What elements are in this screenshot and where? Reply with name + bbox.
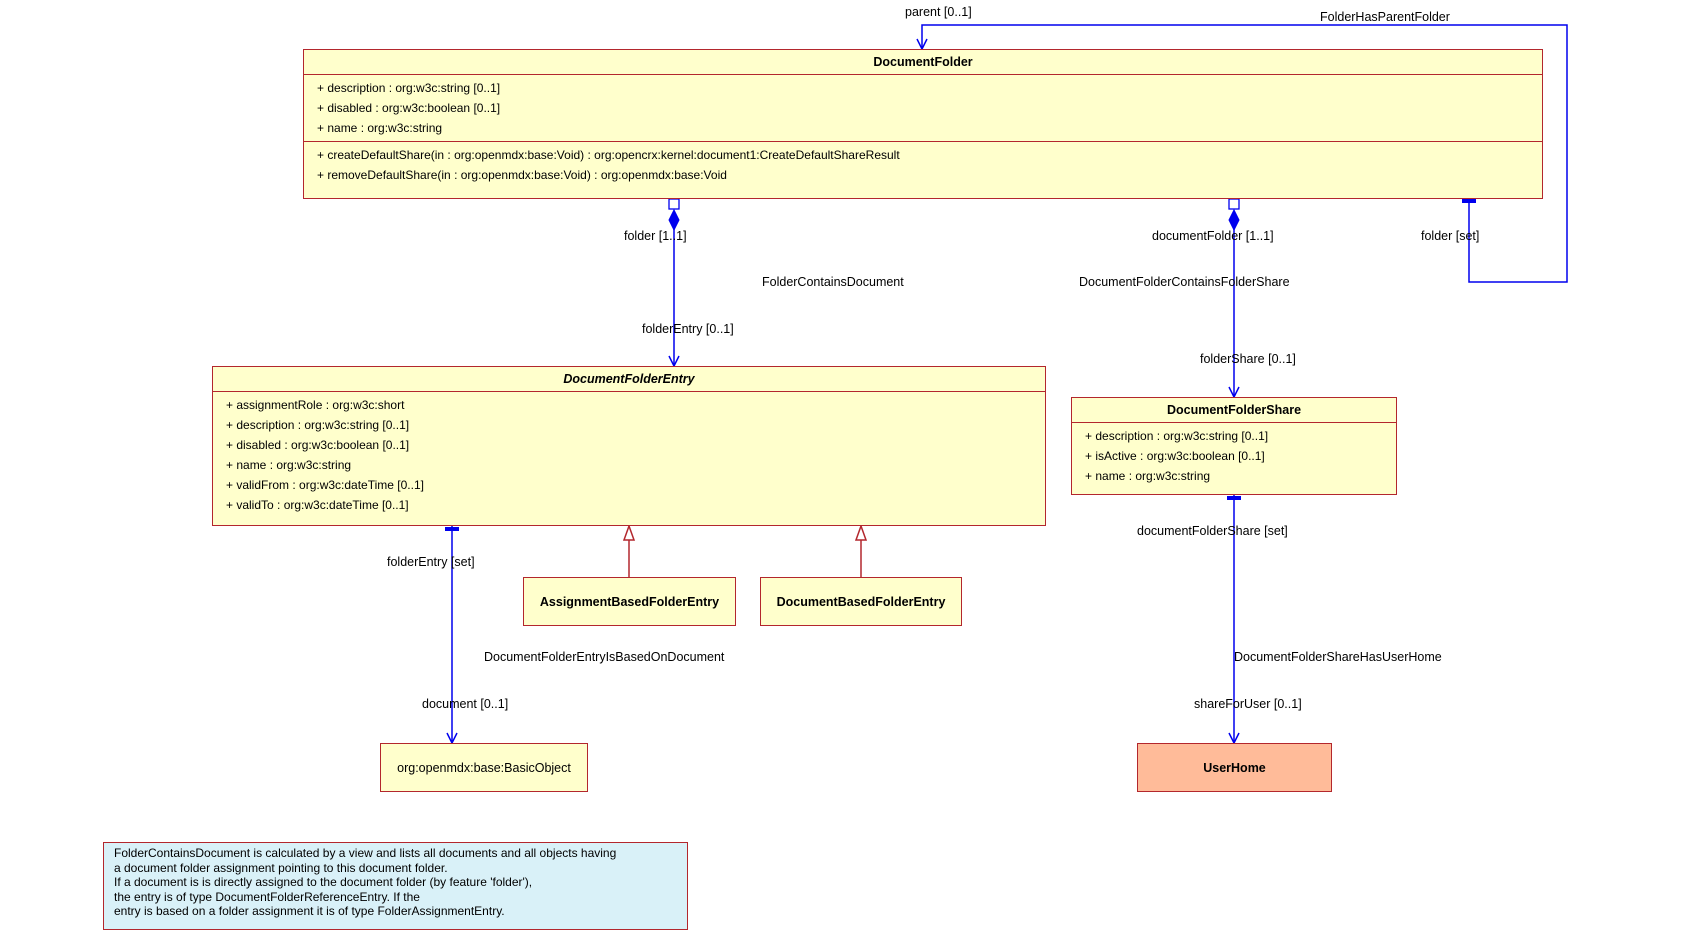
end-label-folder: folder [1..1] <box>624 229 687 243</box>
end-label-document-folder-share-set: documentFolderShare [set] <box>1137 524 1288 538</box>
diagram-note: FolderContainsDocument is calculated by … <box>103 842 688 930</box>
note-line: entry is based on a folder assignment it… <box>114 904 505 919</box>
end-label-folder-entry-set: folderEntry [set] <box>387 555 475 569</box>
attribute: + validTo : org:w3c:dateTime [0..1] <box>226 498 409 512</box>
operations-section: + createDefaultShare(in : org:openmdx:ba… <box>304 142 1542 188</box>
attribute: + description : org:w3c:string [0..1] <box>1085 429 1269 443</box>
attribute: + validFrom : org:w3c:dateTime [0..1] <box>226 478 424 492</box>
association-name-share-has-user-home: DocumentFolderShareHasUserHome <box>1234 650 1442 664</box>
generalization-triangle-assignment <box>622 523 636 541</box>
end-label-folder-entry: folderEntry [0..1] <box>642 322 734 336</box>
attribute: + name : org:w3c:string <box>226 458 352 472</box>
end-label-document: document [0..1] <box>422 697 509 711</box>
basic-object-class[interactable]: org:openmdx:base:BasicObject <box>380 743 588 792</box>
note-line: the entry is of type DocumentFolderRefer… <box>114 889 420 904</box>
assignment-based-folder-entry-class[interactable]: AssignmentBasedFolderEntry <box>523 577 736 626</box>
user-home-class[interactable]: UserHome <box>1137 743 1332 792</box>
document-based-folder-entry-class[interactable]: DocumentBasedFolderEntry <box>760 577 962 626</box>
qualifier-square-folder <box>668 198 680 210</box>
end-label-document-folder: documentFolder [1..1] <box>1152 229 1274 243</box>
note-line: a document folder assignment pointing to… <box>114 860 448 875</box>
end-label-folder-share: folderShare [0..1] <box>1200 352 1296 366</box>
generalization-triangle-document <box>854 523 868 541</box>
end-label-parent: parent [0..1] <box>905 5 972 19</box>
attributes-section: + description : org:w3c:string [0..1] + … <box>304 75 1542 142</box>
attribute: + description : org:w3c:string [0..1] <box>317 81 501 95</box>
folder-has-parent-folder-line <box>922 24 1568 283</box>
attribute: + description : org:w3c:string [0..1] <box>226 418 410 432</box>
document-folder-share-class[interactable]: DocumentFolderShare + description : org:… <box>1071 397 1397 495</box>
composition-diamond-folder <box>668 208 680 232</box>
class-name: DocumentFolderShare <box>1072 398 1396 423</box>
end-label-folder-set: folder [set] <box>1421 229 1480 243</box>
attribute: + assignmentRole : org:w3c:short <box>226 398 405 412</box>
document-folder-class[interactable]: DocumentFolder + description : org:w3c:s… <box>303 49 1543 199</box>
note-line: If a document is is directly assigned to… <box>114 875 533 890</box>
attributes-section: + description : org:w3c:string [0..1] + … <box>1072 423 1396 489</box>
attribute: + name : org:w3c:string <box>1085 469 1211 483</box>
composition-diamond-document-folder <box>1228 208 1240 232</box>
attribute: + disabled : org:w3c:boolean [0..1] <box>317 101 501 115</box>
attribute: + isActive : org:w3c:boolean [0..1] <box>1085 449 1265 463</box>
attributes-section: + assignmentRole : org:w3c:short + descr… <box>213 392 1045 518</box>
end-label-share-for-user: shareForUser [0..1] <box>1194 697 1302 711</box>
association-name-folder-has-parent-folder: FolderHasParentFolder <box>1320 10 1450 24</box>
qualifier-square-document-folder <box>1228 198 1240 210</box>
note-line: FolderContainsDocument is calculated by … <box>114 846 617 860</box>
association-name-entry-based-on-document: DocumentFolderEntryIsBasedOnDocument <box>484 650 725 664</box>
operation: + removeDefaultShare(in : org:openmdx:ba… <box>317 168 727 182</box>
class-name: DocumentFolder <box>304 50 1542 75</box>
operation: + createDefaultShare(in : org:openmdx:ba… <box>317 148 900 162</box>
document-folder-entry-class[interactable]: DocumentFolderEntry + assignmentRole : o… <box>212 366 1046 526</box>
class-name: DocumentFolderEntry <box>213 367 1045 392</box>
association-name-folder-contains-document: FolderContainsDocument <box>762 275 904 289</box>
attribute: + disabled : org:w3c:boolean [0..1] <box>226 438 410 452</box>
attribute: + name : org:w3c:string <box>317 121 443 135</box>
association-name-document-folder-contains-folder-share: DocumentFolderContainsFolderShare <box>1079 275 1290 289</box>
